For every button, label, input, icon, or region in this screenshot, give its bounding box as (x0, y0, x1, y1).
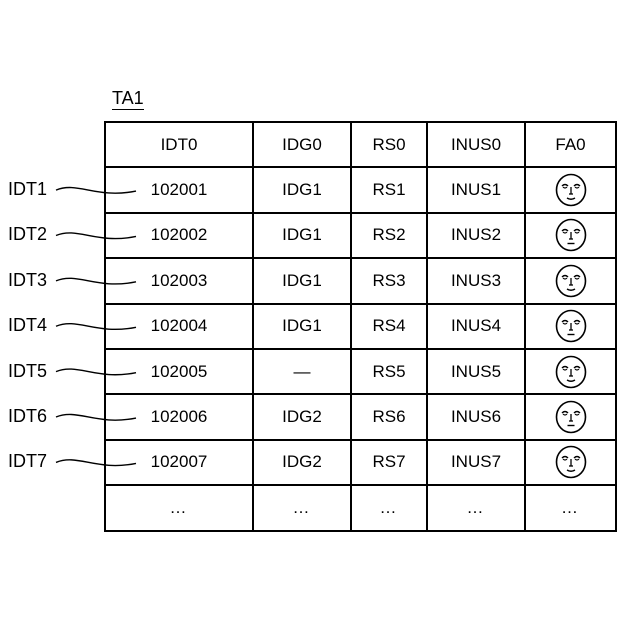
cell-idt: 102002 (105, 213, 253, 258)
row-callout-label: IDT4 (8, 315, 47, 335)
ellipsis-cell: … (253, 485, 351, 530)
cell-inus: INUS1 (427, 167, 525, 212)
ellipsis-cell: … (351, 485, 427, 530)
row-callout-label: IDT7 (8, 451, 47, 471)
cell-fa (525, 440, 616, 485)
face-icon (554, 361, 588, 380)
cell-inus: INUS2 (427, 213, 525, 258)
ellipsis-row: …………… (105, 485, 616, 530)
header-rs: RS0 (351, 122, 427, 167)
face-icon (554, 316, 588, 335)
row-callout-label: IDT2 (8, 224, 47, 244)
cell-rs: RS7 (351, 440, 427, 485)
table-row: 102004IDG1RS4INUS4 (105, 304, 616, 349)
face-icon (554, 225, 588, 244)
cell-idt: 102007 (105, 440, 253, 485)
cell-inus: INUS4 (427, 304, 525, 349)
face-icon (554, 270, 588, 289)
cell-idg: IDG1 (253, 167, 351, 212)
cell-rs: RS2 (351, 213, 427, 258)
cell-inus: INUS6 (427, 394, 525, 439)
cell-idt: 102005 (105, 349, 253, 394)
cell-idg: — (253, 349, 351, 394)
table-row: 102001IDG1RS1INUS1 (105, 167, 616, 212)
cell-idt: 102004 (105, 304, 253, 349)
header-idg: IDG0 (253, 122, 351, 167)
cell-fa (525, 349, 616, 394)
table-label: TA1 (112, 88, 144, 110)
ellipsis-cell: … (105, 485, 253, 530)
cell-idg: IDG2 (253, 394, 351, 439)
table-row: 102003IDG1RS3INUS3 (105, 258, 616, 303)
ellipsis-cell: … (427, 485, 525, 530)
row-callout-label: IDT1 (8, 179, 47, 199)
face-icon (554, 452, 588, 471)
cell-fa (525, 304, 616, 349)
table-row: 102007IDG2RS7INUS7 (105, 440, 616, 485)
cell-fa (525, 394, 616, 439)
ellipsis-cell: … (525, 485, 616, 530)
cell-inus: INUS7 (427, 440, 525, 485)
header-idt: IDT0 (105, 122, 253, 167)
table-row: 102002IDG1RS2INUS2 (105, 213, 616, 258)
cell-idt: 102003 (105, 258, 253, 303)
cell-idg: IDG1 (253, 304, 351, 349)
cell-idg: IDG1 (253, 258, 351, 303)
cell-fa (525, 258, 616, 303)
cell-rs: RS6 (351, 394, 427, 439)
row-callout-label: IDT3 (8, 270, 47, 290)
face-icon (554, 180, 588, 199)
table-row: 102006IDG2RS6INUS6 (105, 394, 616, 439)
cell-inus: INUS5 (427, 349, 525, 394)
cell-inus: INUS3 (427, 258, 525, 303)
row-callout-label: IDT6 (8, 406, 47, 426)
cell-idg: IDG2 (253, 440, 351, 485)
header-inus: INUS0 (427, 122, 525, 167)
face-icon (554, 407, 588, 426)
header-row: IDT0 IDG0 RS0 INUS0 FA0 (105, 122, 616, 167)
cell-rs: RS5 (351, 349, 427, 394)
header-fa: FA0 (525, 122, 616, 167)
cell-rs: RS1 (351, 167, 427, 212)
cell-rs: RS4 (351, 304, 427, 349)
table-row: 102005—RS5INUS5 (105, 349, 616, 394)
cell-idt: 102006 (105, 394, 253, 439)
cell-idt: 102001 (105, 167, 253, 212)
data-table: IDT0 IDG0 RS0 INUS0 FA0 102001IDG1RS1INU… (104, 121, 617, 532)
row-callout-label: IDT5 (8, 361, 47, 381)
cell-fa (525, 213, 616, 258)
cell-idg: IDG1 (253, 213, 351, 258)
cell-rs: RS3 (351, 258, 427, 303)
cell-fa (525, 167, 616, 212)
